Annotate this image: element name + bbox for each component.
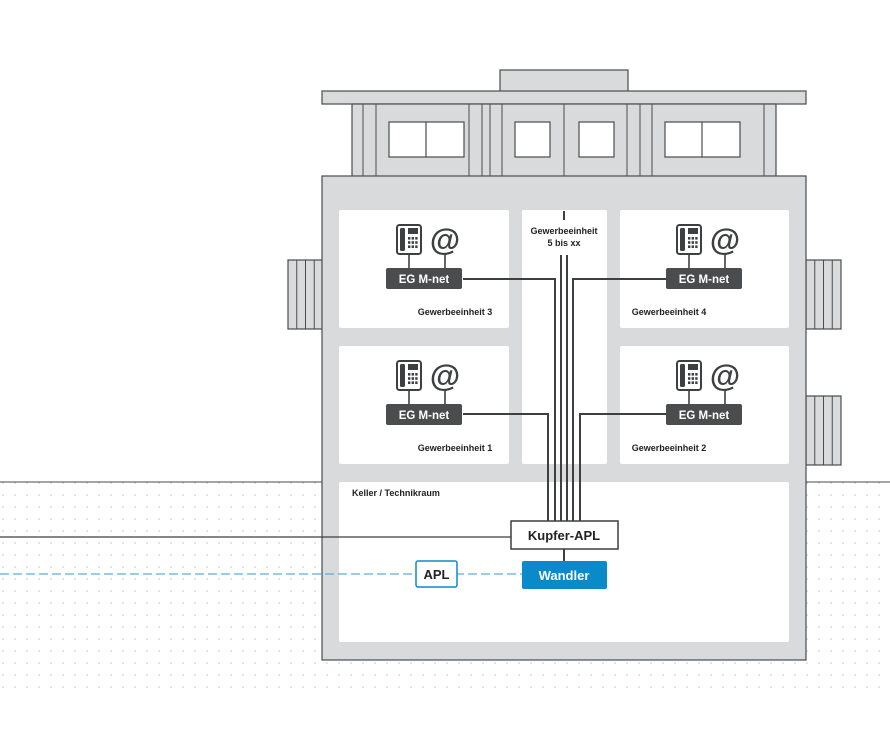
telephone-icon [396,360,422,391]
wandler-box [522,561,607,589]
cable-unit-3 [463,278,556,521]
window [578,121,615,158]
unit-name-label: Gewerbeeinheit 2 [632,443,707,453]
eg-box [666,404,742,425]
eg-box [386,268,462,289]
at-sign-icon: @ [710,358,740,393]
penthouse-slats [362,104,765,177]
middle-unit-label-line2: 5 bis xx [547,238,580,248]
eg-label: EG M-net [399,410,450,422]
kupfer-apl-box [510,520,619,550]
at-sign-icon: @ [710,222,740,257]
unit-name-label: Gewerbeeinheit 3 [418,307,493,317]
unit-name-label: Gewerbeeinheit 1 [418,443,493,453]
basement-label: Keller / Technikraum [352,488,440,498]
telephone-icon [676,224,702,255]
window [514,121,551,158]
roof-chimney [499,69,629,93]
at-sign-icon: @ [430,222,460,257]
telephone-icon [396,224,422,255]
unit-name-label: Gewerbeeinheit 4 [632,307,707,317]
telephone-icon [676,360,702,391]
balcony-slats [296,260,833,465]
kupfer-apl-label: Kupfer-APL [528,528,600,543]
eg-label: EG M-net [679,410,730,422]
roof-slab [321,90,807,105]
middle-unit-label-line1: Gewerbeeinheit [530,226,597,236]
cable-unit-2 [579,413,666,521]
cable-unit-1 [463,413,549,521]
eg-label: EG M-net [399,274,450,286]
eg-box [386,404,462,425]
wandler-label: Wandler [539,568,590,583]
eg-label: EG M-net [679,274,730,286]
room-unit-5-xx [522,210,607,464]
apl-box [415,560,458,588]
at-sign-icon: @ [430,358,460,393]
penthouse-windows [388,121,741,158]
cable-unit-4 [572,278,666,521]
eg-box [666,268,742,289]
copper-cables [463,211,666,561]
apl-label: APL [424,567,450,582]
